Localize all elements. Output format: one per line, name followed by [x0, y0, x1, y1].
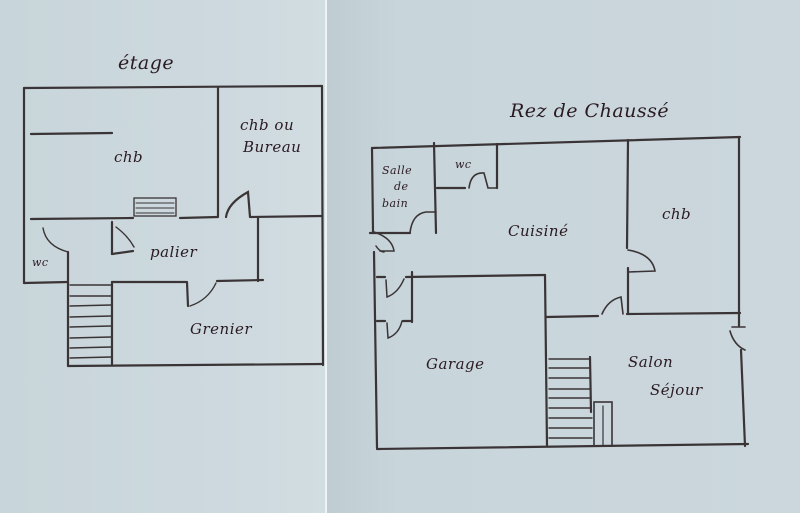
room-label-chb-upper: chb — [114, 148, 144, 166]
upper-floor-walls — [22, 84, 325, 368]
room-label-chb-ou: chb ou — [240, 116, 295, 134]
room-label-de: de — [394, 180, 409, 193]
room-label-bureau: Bureau — [243, 138, 302, 156]
paper-fold — [325, 0, 327, 513]
room-label-wc-upper: wc — [32, 256, 49, 269]
room-label-salle: Salle — [382, 164, 413, 177]
room-label-bain: bain — [382, 197, 409, 210]
ground-floor-walls — [368, 135, 750, 451]
room-label-garage: Garage — [426, 355, 485, 373]
room-label-sejour: Séjour — [650, 381, 703, 399]
room-label-wc-ground: wc — [455, 158, 472, 171]
room-label-cuisine: Cuisiné — [508, 222, 569, 240]
room-label-palier: palier — [150, 243, 198, 261]
ground-floor-title: Rez de Chaussé — [510, 100, 670, 122]
room-label-chb-ground: chb — [662, 205, 692, 223]
upper-floor-title: étage — [118, 52, 175, 74]
room-label-salon: Salon — [628, 353, 674, 371]
room-label-grenier: Grenier — [190, 320, 253, 338]
